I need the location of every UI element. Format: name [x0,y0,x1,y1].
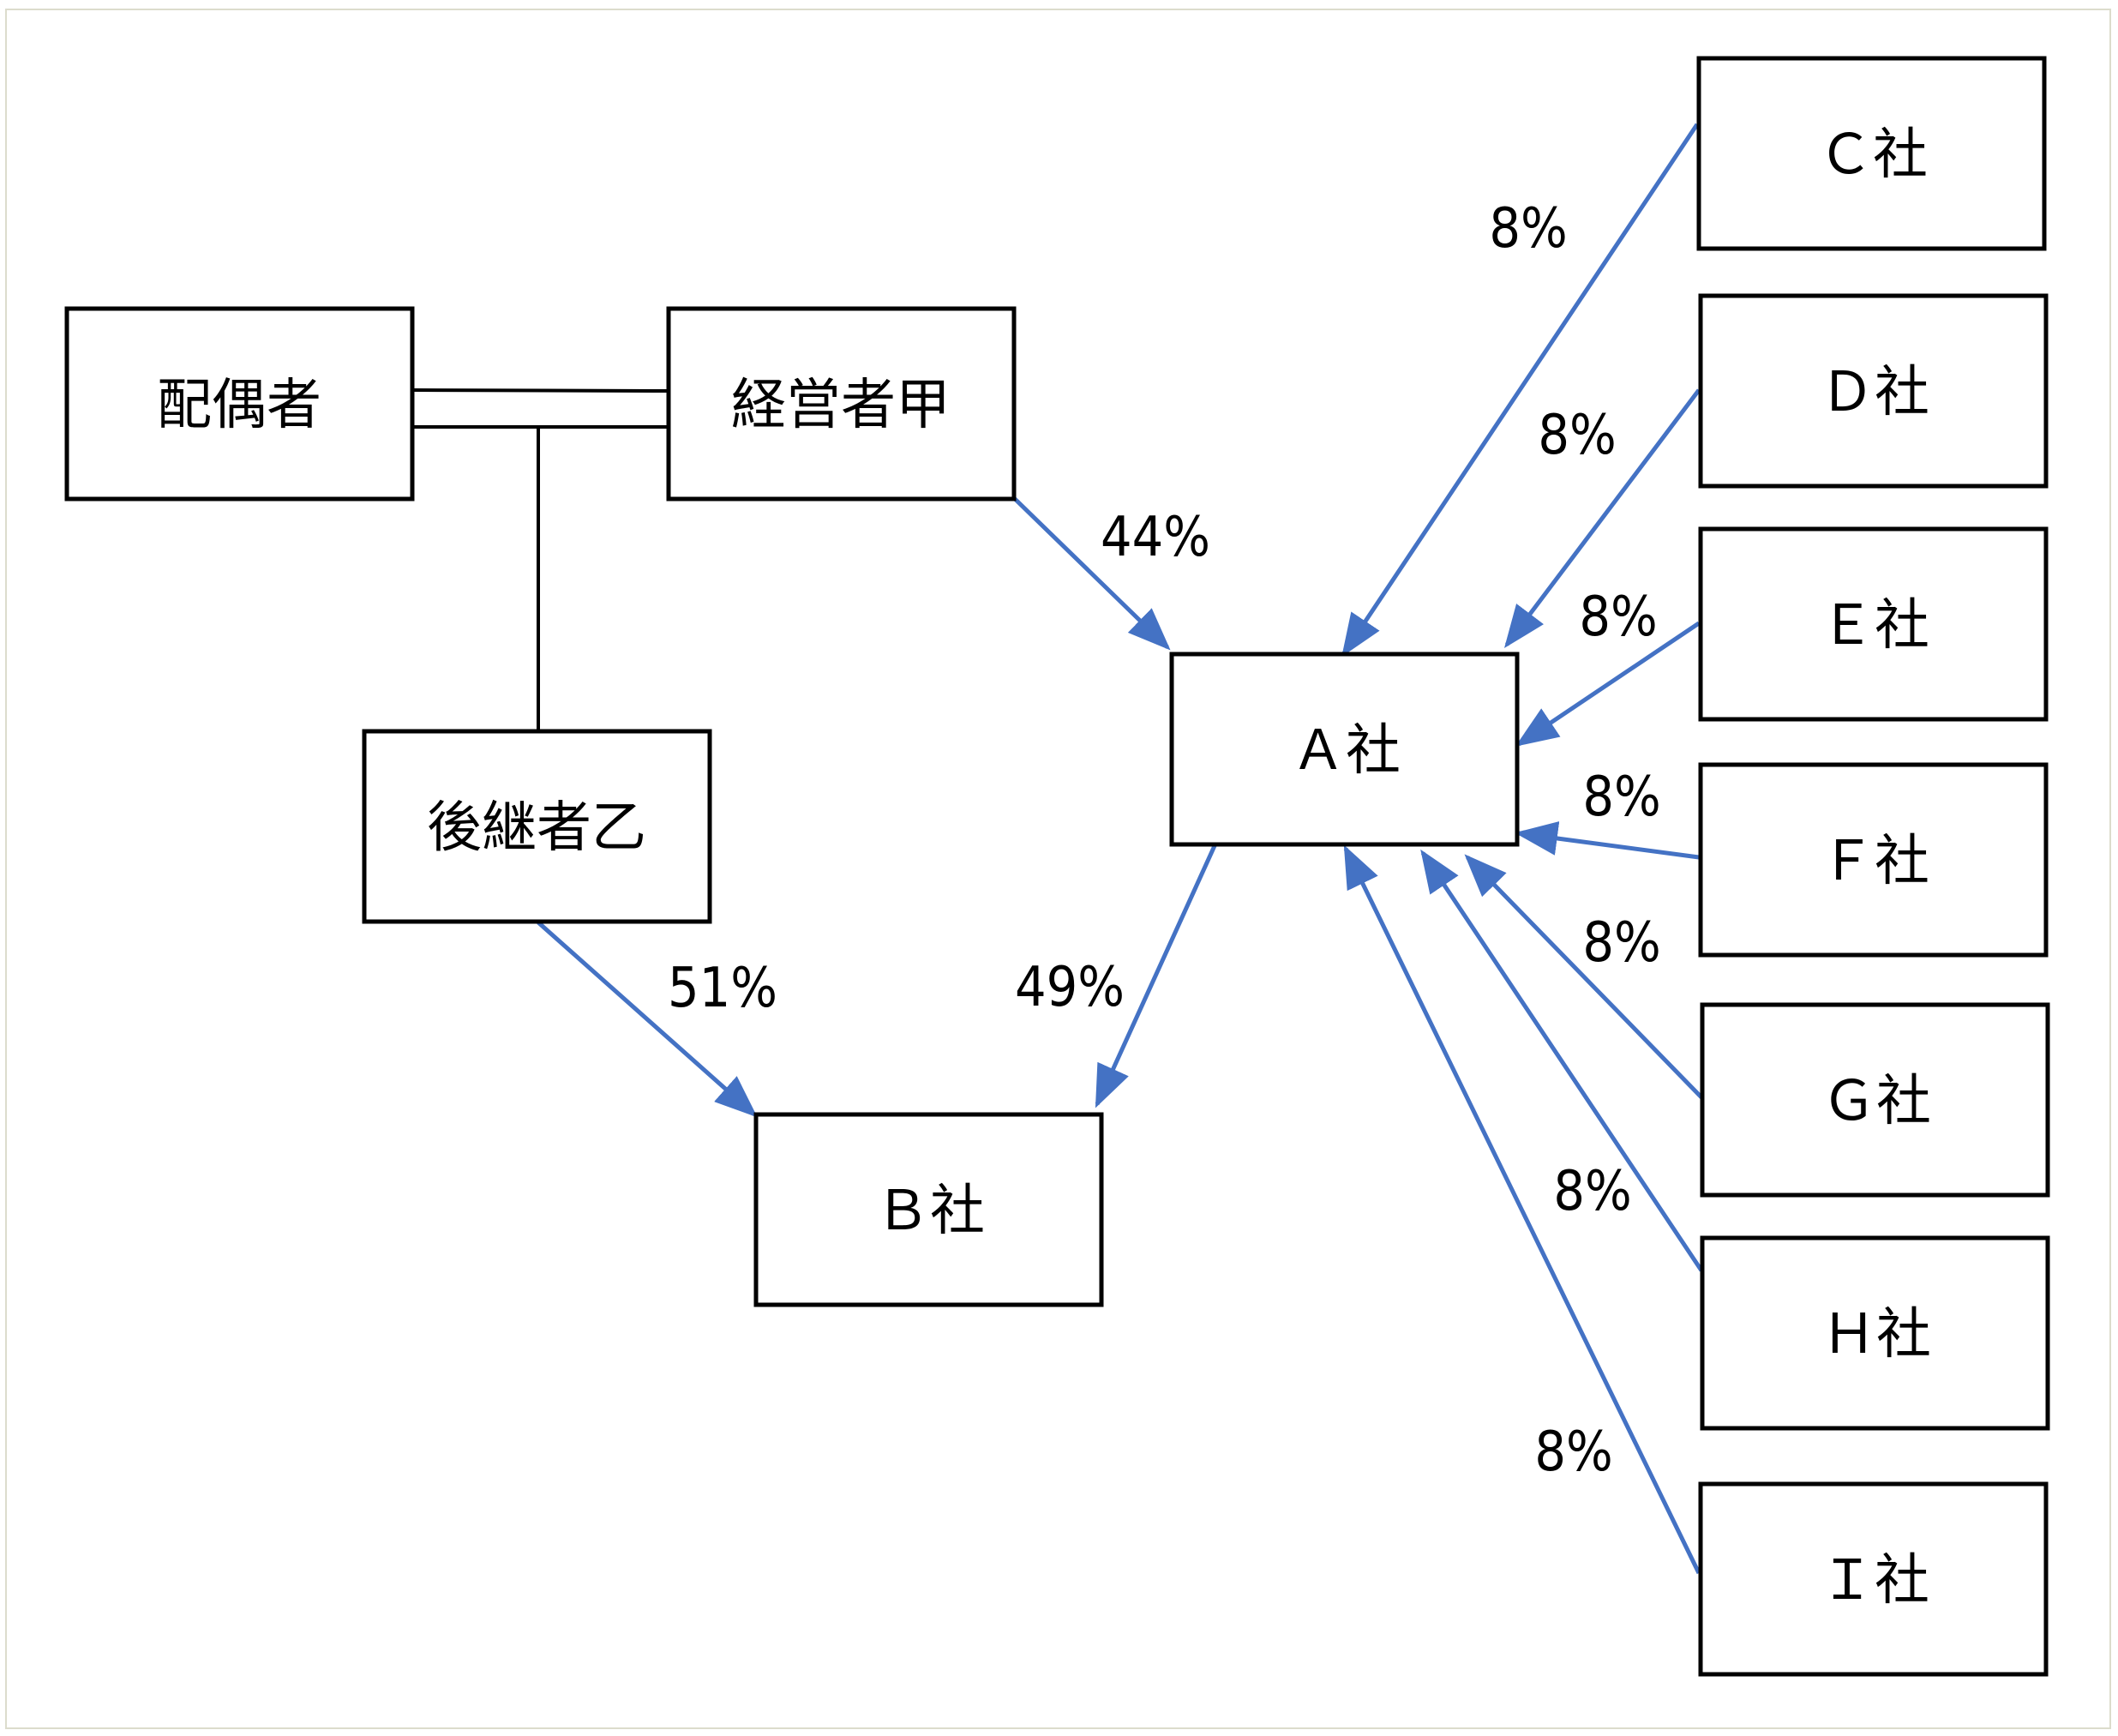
node-d-label: Ｄ社 [1820,361,1929,424]
node-b: Ｂ社 [753,1112,1104,1307]
label-f-to-a: 8% [1582,766,1660,829]
node-g-label: Ｇ社 [1821,1070,1931,1133]
node-h-label: Ｈ社 [1821,1303,1931,1367]
node-e: Ｅ社 [1698,526,2049,722]
node-h: Ｈ社 [1700,1235,2050,1431]
node-b-label: Ｂ社 [875,1180,985,1243]
family-relation [413,388,669,731]
edge-e-to-a [1515,621,1701,747]
edge-i-to-a [1343,844,1701,1575]
label-i-to-a: 8% [1534,1421,1612,1484]
node-g: Ｇ社 [1700,1002,2050,1198]
node-c: Ｃ社 [1696,56,2047,251]
edge-f-to-a [1515,821,1700,860]
label-c-to-a: 8% [1489,197,1567,261]
node-manager: 経営者甲 [666,306,1017,502]
node-f-label: Ｆ社 [1820,830,1929,893]
edge-h-to-a [1420,849,1704,1272]
node-a-label: Ａ社 [1291,719,1401,783]
node-i: Ｉ社 [1698,1481,2049,1677]
label-d-to-a: 8% [1538,404,1616,467]
label-h-to-a: 8% [1553,1160,1631,1223]
node-spouse: 配偶者 [64,306,415,502]
edge-labels: 44% 51% 49% 8% 8% 8% 8% 8% 8% 8% [668,197,1661,1484]
node-manager-label: 経営者甲 [731,374,951,437]
edge-a-to-b [1095,838,1220,1108]
node-successor-label: 後継者乙 [427,796,646,860]
label-e-to-a: 8% [1579,586,1657,649]
node-i-label: Ｉ社 [1820,1549,1929,1613]
label-a-to-b: 49% [1015,956,1125,1019]
label-g-to-a: 8% [1582,911,1660,975]
diagram-frame [5,9,2111,1729]
ownership-edges [537,123,1704,1575]
node-f: Ｆ社 [1698,762,2049,958]
edge-manager-to-a [1011,496,1171,651]
edge-c-to-a [1341,123,1700,658]
node-spouse-label: 配偶者 [157,374,321,437]
node-e-label: Ｅ社 [1820,594,1929,658]
label-manager-to-a: 44% [1101,506,1210,569]
node-a: Ａ社 [1169,652,1520,847]
label-successor-to-b: 51% [668,957,777,1020]
edge-successor-to-b [537,921,758,1118]
marriage-line-upper [413,388,669,393]
node-c-label: Ｃ社 [1818,123,1928,187]
node-successor: 後継者乙 [362,729,712,924]
edge-g-to-a [1464,854,1703,1099]
node-d: Ｄ社 [1698,293,2049,489]
edge-d-to-a [1503,388,1701,648]
